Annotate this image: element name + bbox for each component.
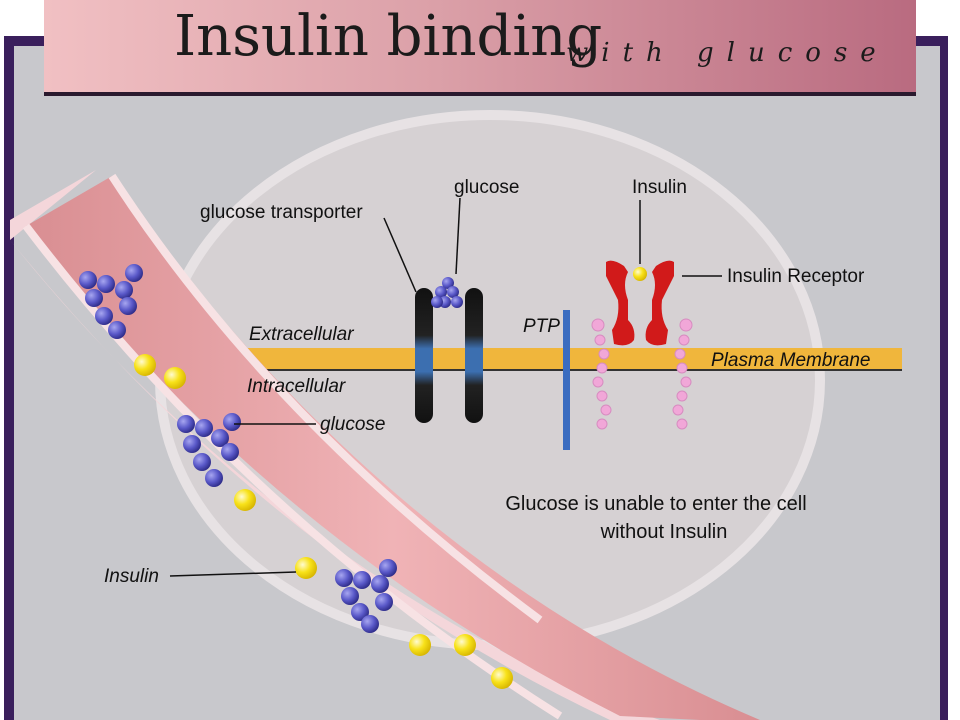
label-glucose-top: glucose [454,177,520,198]
page-title: Insulin binding [174,4,603,69]
leader-lines [169,197,722,577]
label-insulin-vessel: Insulin [104,566,159,587]
label-glucose-transporter: glucose transporter [200,202,363,223]
label-extracellular: Extracellular [249,324,354,345]
receptor-chain-right [672,318,693,430]
vessel-glucose-cluster-2 [177,413,241,487]
transporter-right [465,288,483,423]
insulin-receptor [606,260,674,346]
plasma-membrane [240,348,902,370]
transporter-glucose-cluster [431,277,463,308]
transporter-left [415,288,433,423]
label-glucose-vessel: glucose [320,414,386,435]
label-plasma-membrane: Plasma Membrane [711,350,870,371]
caption-line-2: without Insulin [600,521,728,543]
receptor-chain-left [591,318,612,430]
page-subtitle: with glucose [566,38,889,68]
label-insulin-receptor: Insulin Receptor [727,266,865,287]
vessel-insulin-molecules [134,354,513,689]
blood-vessel [10,170,760,720]
title-banner: Insulin binding with glucose [44,0,916,92]
label-ptp: PTP [523,316,560,337]
label-intracellular: Intracellular [247,376,346,397]
vessel-glucose-cluster-1 [79,264,143,339]
vessel-glucose-cluster-3 [335,559,397,633]
caption-line-1: Glucose is unable to enter the cell [505,493,806,515]
label-insulin-top: Insulin [632,177,687,198]
ptp-bar [563,310,570,450]
